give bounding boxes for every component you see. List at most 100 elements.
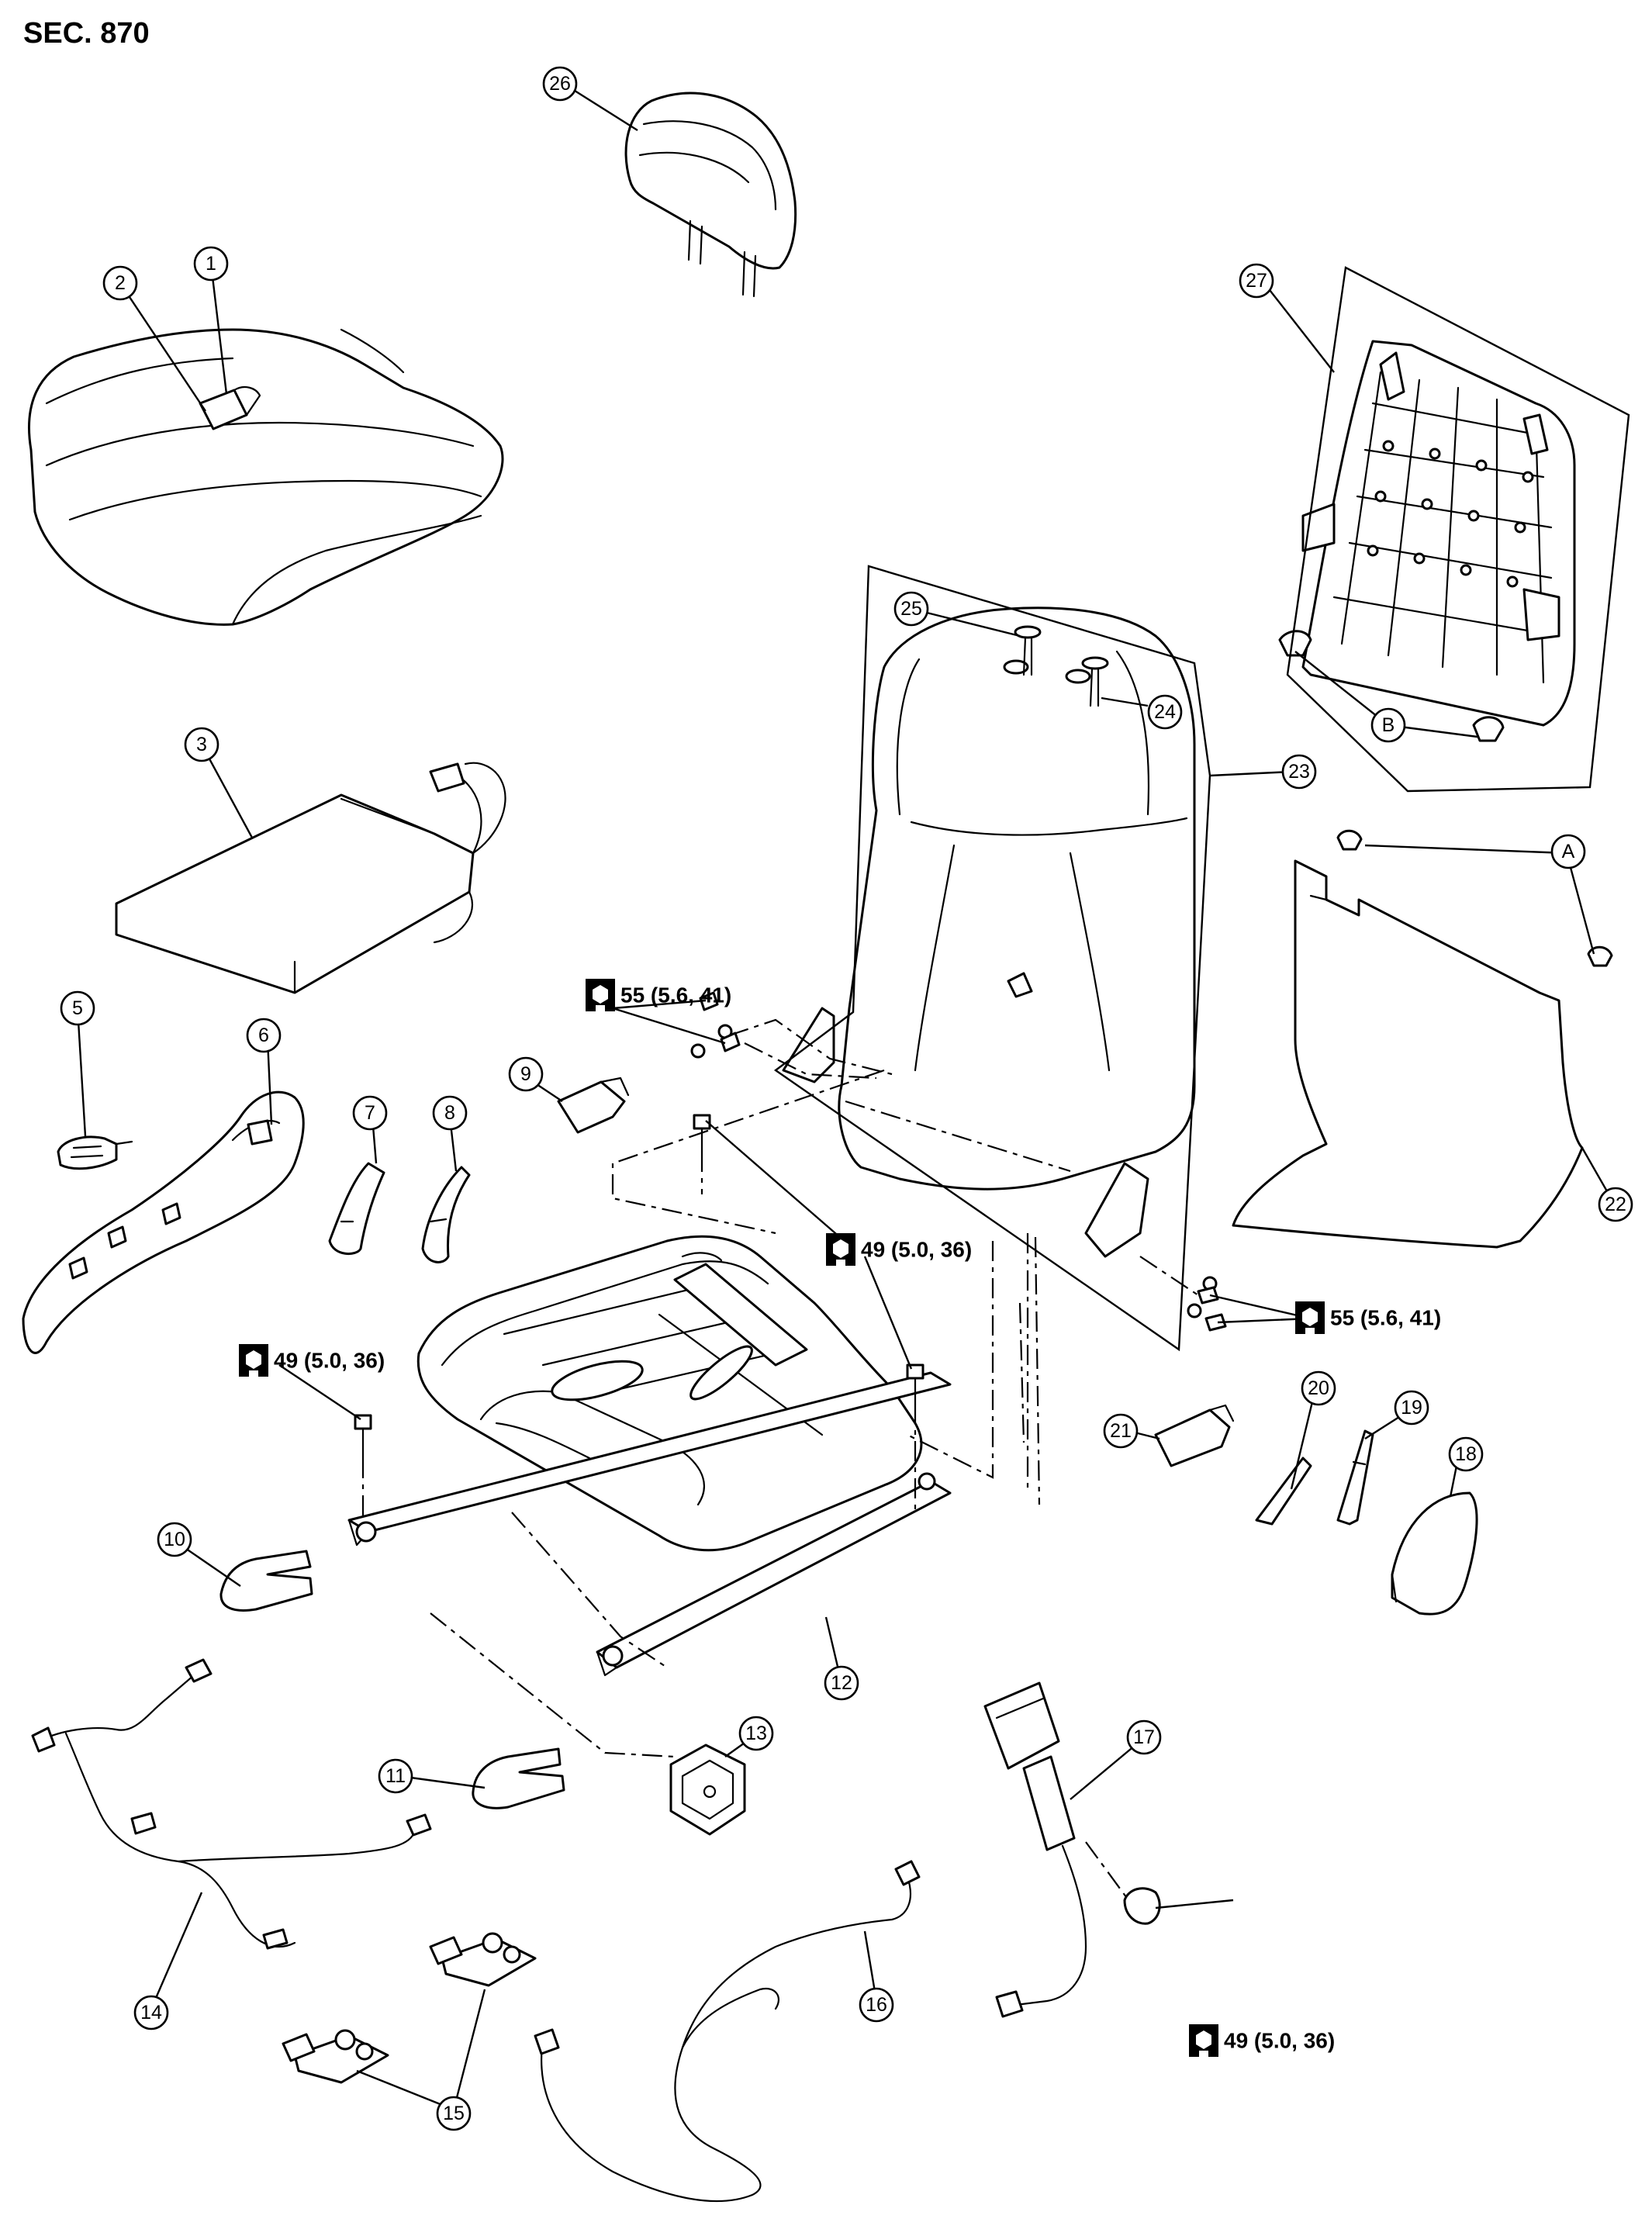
svg-text:20: 20 (1308, 1377, 1329, 1399)
svg-text:55 (5.6, 41): 55 (5.6, 41) (1330, 1306, 1441, 1330)
svg-text:21: 21 (1110, 1420, 1132, 1442)
headrest-guide-locked (1014, 625, 1042, 676)
callout-3: 3 (184, 727, 219, 762)
callout-20: 20 (1301, 1370, 1336, 1406)
callout-9: 9 (508, 1056, 544, 1092)
callout-26: 26 (542, 66, 578, 102)
back-frame-panel-outline (1286, 266, 1630, 793)
svg-text:10: 10 (164, 1529, 185, 1550)
wrench-socket-icon (826, 1233, 855, 1266)
callout-19: 19 (1394, 1390, 1429, 1426)
torque-spec-55-upper: 55 (5.6, 41) (586, 979, 731, 1011)
callout-2: 2 (102, 265, 138, 301)
svg-text:16: 16 (866, 1994, 887, 2016)
headrest-guide-free (1081, 656, 1109, 707)
svg-text:26: 26 (549, 73, 571, 95)
callout-21: 21 (1103, 1413, 1139, 1449)
seat-belt-buckle (983, 1681, 1161, 2018)
seat-cushion (27, 328, 504, 626)
callout-8: 8 (432, 1095, 468, 1131)
callout-7: 7 (352, 1095, 388, 1131)
seat-frame (347, 1235, 952, 1677)
callout-1: 1 (193, 246, 229, 282)
torque-spec-49-center: 49 (5.0, 36) (826, 1233, 972, 1266)
svg-text:1: 1 (206, 253, 216, 275)
svg-text:55 (5.6, 41): 55 (5.6, 41) (620, 983, 731, 1007)
headrest (624, 92, 797, 298)
svg-text:49 (5.0, 36): 49 (5.0, 36) (1224, 2029, 1335, 2053)
leader-lines (76, 84, 1615, 2111)
svg-text:14: 14 (140, 2002, 162, 2023)
recliner-trim-outer (1255, 1457, 1312, 1526)
recliner-trim-inner (1336, 1429, 1374, 1526)
svg-text:7: 7 (365, 1102, 375, 1124)
callout-11: 11 (378, 1758, 413, 1794)
svg-text:8: 8 (444, 1102, 455, 1124)
assembly-reference-lines (361, 1018, 1199, 1901)
clip-a-lower (1587, 945, 1613, 967)
seat-bracket (557, 1077, 630, 1134)
torque-spec-49-bottom: 49 (5.0, 36) (1189, 2024, 1335, 2057)
torque-spec-49-left: 49 (5.0, 36) (239, 1344, 385, 1377)
svg-text:17: 17 (1133, 1726, 1155, 1748)
seat-heater-mat (115, 762, 506, 994)
torque-spec-55-right: 55 (5.6, 41) (1295, 1301, 1441, 1334)
recliner-cover (1391, 1491, 1478, 1616)
seat-back (690, 607, 1218, 1318)
callout-14: 14 (133, 1995, 169, 2030)
callout-27: 27 (1239, 263, 1274, 299)
callout-22: 22 (1598, 1187, 1633, 1222)
callout-10: 10 (157, 1522, 192, 1557)
svg-text:18: 18 (1455, 1443, 1477, 1465)
svg-text:19: 19 (1401, 1397, 1422, 1419)
svg-text:A: A (1562, 841, 1575, 862)
svg-text:2: 2 (115, 272, 126, 294)
svg-text:13: 13 (745, 1723, 767, 1744)
power-seat-switch-upper (429, 1932, 537, 1987)
callout-6: 6 (246, 1018, 282, 1053)
wrench-socket-icon (586, 979, 615, 1011)
outer-finisher (22, 1090, 305, 1354)
svg-text:49 (5.0, 36): 49 (5.0, 36) (274, 1349, 385, 1373)
callout-b: B (1370, 707, 1406, 743)
callout-a: A (1550, 834, 1586, 869)
wrench-socket-icon (1189, 2024, 1218, 2057)
rail-cover-rear (472, 1747, 565, 1809)
svg-text:12: 12 (831, 1672, 852, 1694)
wrench-socket-icon (1295, 1301, 1325, 1334)
svg-text:9: 9 (520, 1063, 531, 1085)
callout-18: 18 (1448, 1436, 1484, 1472)
svg-text:B: B (1382, 714, 1395, 736)
side-wire-harness (534, 1860, 921, 2203)
callout-23: 23 (1281, 754, 1317, 790)
svg-text:22: 22 (1605, 1194, 1626, 1215)
callout-5: 5 (60, 990, 95, 1026)
callout-17: 17 (1126, 1719, 1162, 1755)
clip-a-upper (1336, 829, 1363, 851)
svg-text:6: 6 (258, 1025, 269, 1046)
svg-text:11: 11 (385, 1765, 406, 1787)
svg-text:25: 25 (900, 598, 922, 620)
callout-15: 15 (436, 2096, 472, 2131)
svg-text:3: 3 (196, 734, 207, 755)
rail-cover-front (219, 1550, 313, 1612)
seat-sensor-module (669, 1744, 746, 1836)
power-seat-switch-lower (282, 2029, 389, 2084)
recliner-bracket (1154, 1404, 1235, 1467)
inner-cover-right (421, 1166, 471, 1263)
wrench-socket-icon (239, 1344, 268, 1377)
svg-text:24: 24 (1154, 701, 1176, 723)
callouts: 1 2 3 5 6 7 8 9 10 11 12 13 14 15 16 17 … (60, 66, 1633, 2131)
inner-cover-left (328, 1162, 385, 1256)
svg-text:23: 23 (1288, 761, 1310, 783)
seat-wire-harness (31, 1658, 432, 1950)
seat-back-frame (1278, 340, 1576, 742)
svg-text:27: 27 (1246, 270, 1267, 292)
section-title: SEC. 870 (23, 17, 150, 50)
seat-switch-knob (57, 1135, 133, 1170)
callout-12: 12 (824, 1665, 859, 1701)
callout-24: 24 (1147, 694, 1183, 730)
svg-text:5: 5 (72, 997, 83, 1019)
seat-back-board (1232, 859, 1584, 1249)
